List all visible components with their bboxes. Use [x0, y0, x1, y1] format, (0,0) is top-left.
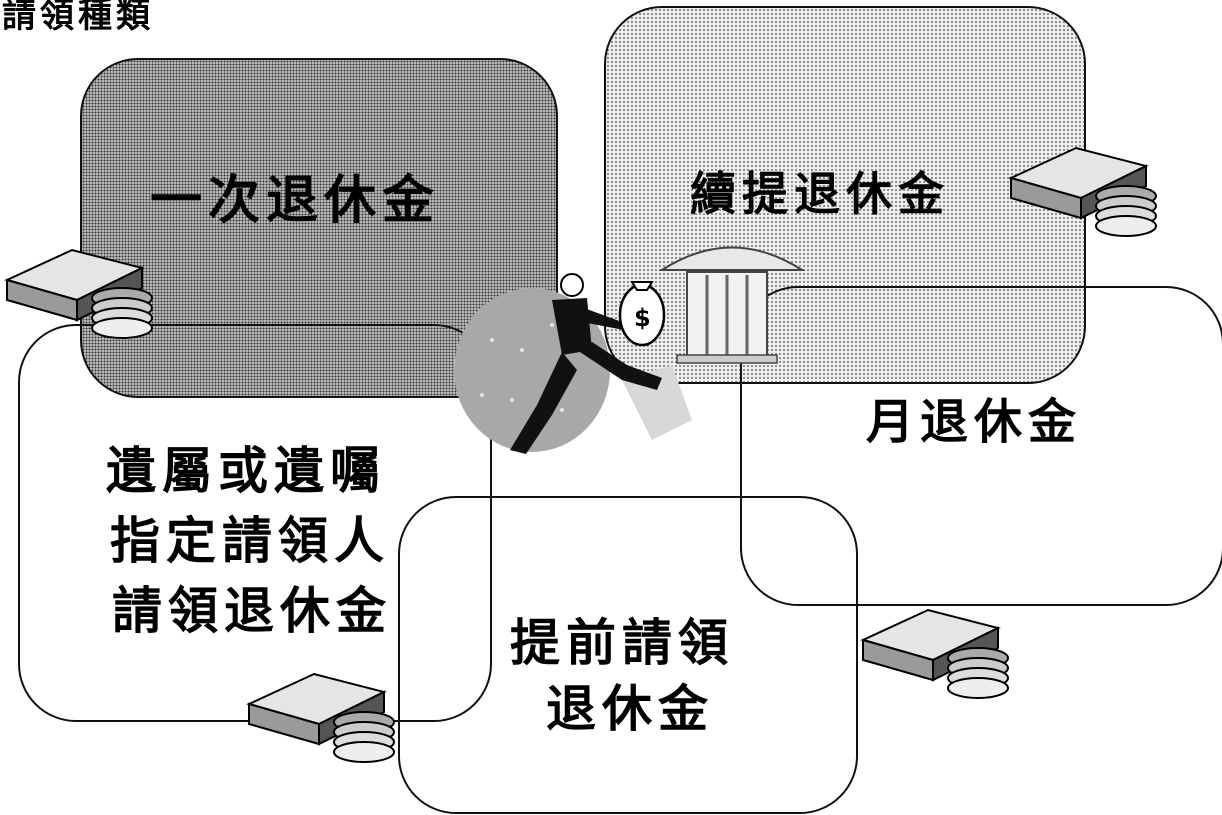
continued-label: 續提退休金 — [690, 167, 950, 221]
monthly-label: 月退休金 — [866, 394, 1083, 450]
heirs-label-line3: 請領退休金 — [112, 581, 392, 640]
early-box — [398, 496, 858, 814]
heirs-label-line1: 遺屬或遺囑 — [106, 441, 386, 500]
monthly-box — [740, 286, 1222, 606]
money-icon-top-left — [4, 248, 153, 339]
early-label-line1: 提前請領 — [510, 613, 734, 672]
money-icon-bottom-right — [860, 608, 1009, 699]
lump-sum-box — [80, 58, 558, 398]
money-icon-top-right — [1008, 146, 1157, 237]
continued-box — [604, 6, 1086, 384]
man-with-money-bag-icon: $ — [454, 246, 806, 454]
heirs-label-line2: 指定請領人 — [110, 511, 390, 570]
svg-text:$: $ — [634, 304, 651, 332]
lump-sum-label: 一次退休金 — [150, 170, 441, 231]
early-label-line2: 退休金 — [546, 679, 714, 738]
money-icon-bottom-left — [246, 672, 395, 763]
diagram-title: 請領種類 — [2, 0, 154, 36]
